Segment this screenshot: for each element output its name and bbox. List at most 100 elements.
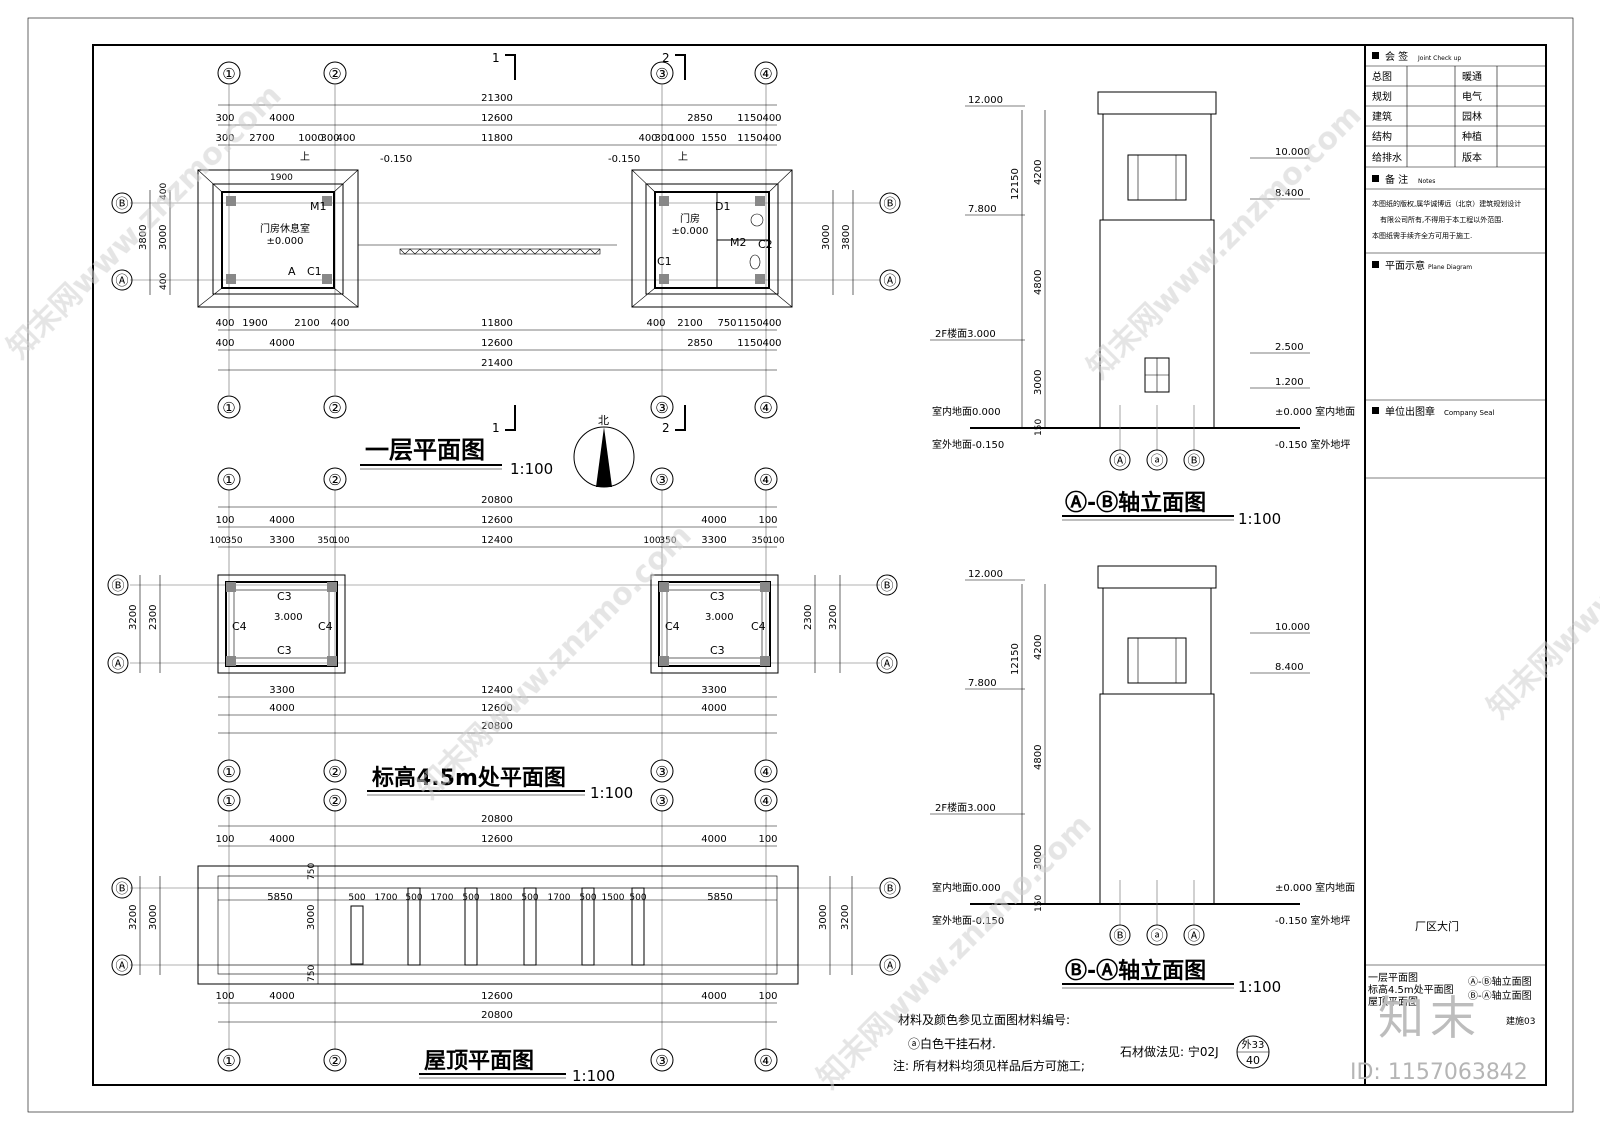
level-text: 12.000 <box>968 569 1003 580</box>
drawing-name: 屋顶平面图 <box>1368 996 1418 1008</box>
window-tag: C3 <box>277 644 292 657</box>
section-label: 2 <box>662 51 670 65</box>
axis-label: Ⓐ <box>883 274 896 289</box>
dim-text: 4000 <box>269 703 294 714</box>
dim-text: 4000 <box>701 991 726 1002</box>
right-tower-plan <box>650 574 779 674</box>
dim-text: 100 <box>643 536 660 546</box>
sign-row-label: 暖通 <box>1462 70 1482 83</box>
axis-label: ③ <box>655 399 668 417</box>
axis-bubbles-top: ① ② ③ ④ <box>217 61 778 85</box>
dim-text: 100 <box>215 834 234 845</box>
section-mark-2 <box>675 54 686 80</box>
dim-text: 3200 <box>840 905 851 930</box>
dim-text: 1000 <box>298 133 323 144</box>
level-text: ±0.000 室内地面 <box>1275 881 1355 894</box>
elevation-b-a: Ⓑ ⓐ Ⓐ 4200 4800 3000 150 12150 12.000 7.… <box>930 565 1355 996</box>
dim-overall: 21300 <box>481 93 513 104</box>
axis-label: Ⓐ <box>1113 454 1126 469</box>
outer-level: -0.150 <box>380 154 412 165</box>
dim-overall: 20800 <box>481 1010 513 1021</box>
axis-label: ② <box>328 1052 341 1070</box>
detail-ref-top: 外33 <box>1242 1039 1265 1051</box>
dim-text: 4000 <box>269 515 294 526</box>
level-4.5m-plan: ① ② ③ ④ ① ② ③ ④ Ⓑ Ⓐ Ⓑ Ⓐ 20800 100 4000 1… <box>107 467 898 802</box>
window-tag: C4 <box>751 620 766 633</box>
detail-ref-bottom: 40 <box>1246 1054 1260 1067</box>
dim-text: 3000 <box>1033 845 1044 870</box>
watermark-layer: 知末网www.znzmo.com 知末网www.znzmo.com 知末网www… <box>1 78 1600 1096</box>
dim-text: 3300 <box>701 535 726 546</box>
drawing-scale: 1:100 <box>510 460 553 478</box>
note-text: 注: 所有材料均须见样品后方可施工; <box>893 1058 1085 1073</box>
outer-level: -0.150 <box>608 154 640 165</box>
dim-text: 12150 <box>1010 643 1021 675</box>
sign-row-label: 结构 <box>1372 130 1392 143</box>
materials-title: 材料及颜色参见立面图材料编号: <box>898 1012 1070 1027</box>
tower-upper <box>1102 113 1212 221</box>
north-label: 北 <box>598 414 609 427</box>
dim-overall: 20800 <box>481 495 513 506</box>
axis-label: Ⓑ <box>880 579 893 594</box>
dim-text: 12150 <box>1010 168 1021 200</box>
dim-text: 12600 <box>481 515 513 526</box>
level-text: 10.000 <box>1275 147 1310 158</box>
window-tag: C4 <box>318 620 333 633</box>
dim-text: 500 <box>521 893 538 903</box>
dim-text: 1550 <box>701 133 726 144</box>
dim-text: 350 <box>317 536 334 546</box>
axis-label: ② <box>328 763 341 781</box>
dim-text: 100 <box>758 515 777 526</box>
dim-text: 3000 <box>148 905 159 930</box>
dim-text: 1150 <box>737 133 762 144</box>
drawing-title: 一层平面图 <box>365 436 485 464</box>
axis-label: Ⓐ <box>115 274 128 289</box>
dim-text: 4000 <box>269 338 294 349</box>
axis-label: ④ <box>759 65 772 83</box>
dim-text: 3800 <box>138 225 149 250</box>
dim-text: 150 <box>1034 419 1044 436</box>
dim-text: 500 <box>348 893 365 903</box>
level-text: 7.800 <box>968 204 997 215</box>
dim-text: 100 <box>215 515 234 526</box>
sign-row-label: 建筑 <box>1372 110 1392 123</box>
level-text: 1.200 <box>1275 377 1304 388</box>
dim-text: 400 <box>159 183 169 200</box>
door-tag: D1 <box>715 200 730 213</box>
dim-text: 100 <box>215 991 234 1002</box>
dim-text: 3000 <box>158 225 169 250</box>
dim-text: 300 <box>215 113 234 124</box>
dim-text: 400 <box>638 133 657 144</box>
roof-plan: ① ② ③ ④ ① ② ③ ④ Ⓑ Ⓐ Ⓑ Ⓐ 20800 100 4000 1… <box>111 788 901 1085</box>
dim-text: 150 <box>1034 895 1044 912</box>
plane-title: 平面示意 <box>1385 259 1425 272</box>
dim-text: 1700 <box>431 893 454 903</box>
dim-text: 1700 <box>548 893 571 903</box>
dim-text: 300 <box>215 133 234 144</box>
window-tag: C3 <box>277 590 292 603</box>
dim-text: 500 <box>579 893 596 903</box>
dim-text: 100 <box>332 536 349 546</box>
dim-text: 4000 <box>269 113 294 124</box>
level-text: 室内地面0.000 <box>932 881 1001 894</box>
section-label: 1 <box>492 421 500 435</box>
level-text: 12.000 <box>968 95 1003 106</box>
watermark-text: 知末网www.znzmo.com <box>1481 438 1600 726</box>
axis-bubbles-side: Ⓑ Ⓐ Ⓑ Ⓐ <box>111 192 901 291</box>
dim-text: 1150 <box>737 318 762 329</box>
axis-label: ② <box>328 471 341 489</box>
dim-text: 12600 <box>481 338 513 349</box>
roof-beam <box>464 887 478 966</box>
window-tag: C1 <box>657 255 672 268</box>
dim-text: 500 <box>405 893 422 903</box>
drawing-name: Ⓐ-Ⓑ轴立面图 <box>1468 975 1532 988</box>
room-level: ±0.000 <box>671 226 708 237</box>
axis-label: ③ <box>655 792 668 810</box>
dim-text: 12600 <box>481 991 513 1002</box>
dim-overall: 20800 <box>481 721 513 732</box>
dim-text: 750 <box>307 863 317 880</box>
sign-row-label: 总图 <box>1372 70 1392 83</box>
watermark-id: ID: 1157063842 <box>1350 1060 1528 1085</box>
axis-label: Ⓑ <box>883 882 896 897</box>
